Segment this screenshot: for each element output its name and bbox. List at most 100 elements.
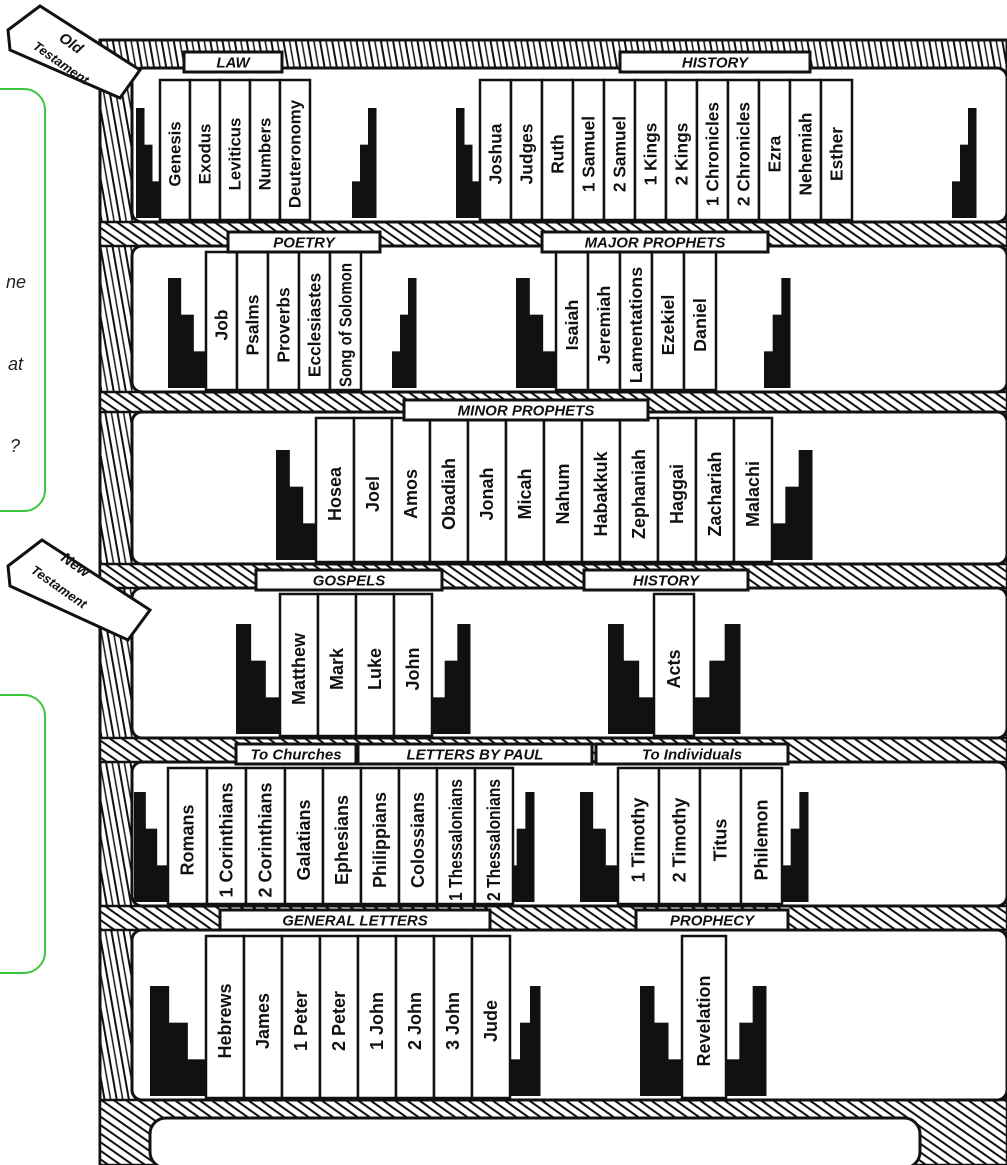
book-label-joel: Joel [363,476,383,512]
book-label-1-thessalonians: 1 Thessalonians [446,779,466,901]
category-label-gospels: GOSPELS [313,573,386,590]
bookend-step [791,829,800,902]
book-label-amos: Amos [401,469,421,519]
bookend-step [799,450,813,560]
book-label-jeremiah: Jeremiah [594,286,614,365]
book-label-hosea: Hosea [325,466,345,521]
book-label-john: John [403,648,423,691]
bookend-step [668,1059,683,1096]
bookend-step [136,108,145,218]
book-label-revelation: Revelation [694,975,714,1066]
bookend-step [543,351,557,388]
book-label-3-john: 3 John [443,992,463,1050]
bookend-step [799,792,808,902]
category-label-major-prophets: MAJOR PROPHETS [585,235,726,252]
category-label-history: HISTORY [682,55,750,72]
book-label-1-chronicles: 1 Chronicles [703,102,723,206]
book-label-psalms: Psalms [243,295,263,356]
bookend-step [772,523,786,560]
book-label-james: James [253,993,273,1049]
book-label-jonah: Jonah [477,467,497,520]
book-label-haggai: Haggai [667,464,687,524]
bookend-step [168,278,181,388]
bookend-step [960,145,969,218]
book-label-galatians: Galatians [294,799,314,880]
bookend-step [525,792,534,902]
book-label-ezra: Ezra [765,135,785,172]
book-label-1-kings: 1 Kings [641,123,661,186]
bookend-step [725,624,741,734]
bookend-step [445,661,458,734]
bookend-step [781,278,790,388]
book-label-joshua: Joshua [486,123,506,184]
book-label-2-samuel: 2 Samuel [610,116,630,192]
bookend-step [265,697,280,734]
book-label-habakkuk: Habakkuk [591,450,611,536]
bookend-step [145,829,157,902]
bookend-step [276,450,290,560]
bookend-step [516,278,530,388]
shelf-board-3 [100,564,1007,588]
book-label-micah: Micah [515,468,535,519]
book-label-daniel: Daniel [690,298,710,352]
book-label-1-samuel: 1 Samuel [579,116,599,192]
category-label-law: LAW [216,55,251,72]
bookend-step [593,829,606,902]
bookend-step [764,351,773,388]
book-label-lamentations: Lamentations [626,267,646,383]
book-label-jude: Jude [481,1000,501,1042]
bookend-step [608,624,624,734]
book-label-2-john: 2 John [405,992,425,1050]
bookend-step [464,145,473,218]
bookend-step [150,986,169,1096]
bookend-step [605,865,618,902]
book-label-leviticus: Leviticus [226,118,245,191]
bookend-step [456,108,465,218]
book-label-romans: Romans [178,804,198,875]
bookend-step [187,1059,206,1096]
bookend-step [520,1023,531,1096]
bookend-step [157,865,169,902]
book-label-nehemiah: Nehemiah [796,113,816,196]
book-label-exodus: Exodus [196,124,215,185]
bookend-step [392,351,401,388]
bookend-step [726,1059,740,1096]
book-label-genesis: Genesis [166,121,185,186]
book-label-luke: Luke [365,648,385,690]
book-label-ruth: Ruth [548,134,568,174]
bookend-step [580,792,593,902]
book-label-ephesians: Ephesians [332,795,352,885]
book-label-song-of-solomon: Song of Solomon [336,263,356,387]
category-label-prophecy: PROPHECY [670,913,756,930]
bookend-step [289,487,303,560]
bookend-step [654,1023,669,1096]
book-label-2-timothy: 2 Timothy [670,798,690,883]
book-label-job: Job [212,310,232,341]
book-label-titus: Titus [711,819,731,862]
book-label-1-john: 1 John [367,992,387,1050]
book-label-1-timothy: 1 Timothy [629,798,649,883]
book-label-matthew: Matthew [289,632,309,705]
bookend-step [785,487,799,560]
book-label-isaiah: Isaiah [562,300,582,351]
bookend-step [400,315,409,388]
bookend-step [968,108,977,218]
bookend-step [303,523,317,560]
book-label-hebrews: Hebrews [215,983,235,1058]
bookend-step [529,315,543,388]
bookend-step [181,315,194,388]
bookend-step [709,661,725,734]
book-label-obadiah: Obadiah [439,458,459,530]
bookend-step [640,986,655,1096]
book-label-2-corinthians: 2 Corinthians [256,782,276,897]
book-label-malachi: Malachi [743,461,763,527]
bookend-step [408,278,417,388]
book-label-mark: Mark [327,647,347,690]
book-label-zachariah: Zachariah [705,451,725,536]
bookend-step [236,624,251,734]
category-label-letters-by-paul: LETTERS BY PAUL [407,747,544,764]
bookend-step [251,661,266,734]
book-label-2-chronicles: 2 Chronicles [734,102,754,206]
